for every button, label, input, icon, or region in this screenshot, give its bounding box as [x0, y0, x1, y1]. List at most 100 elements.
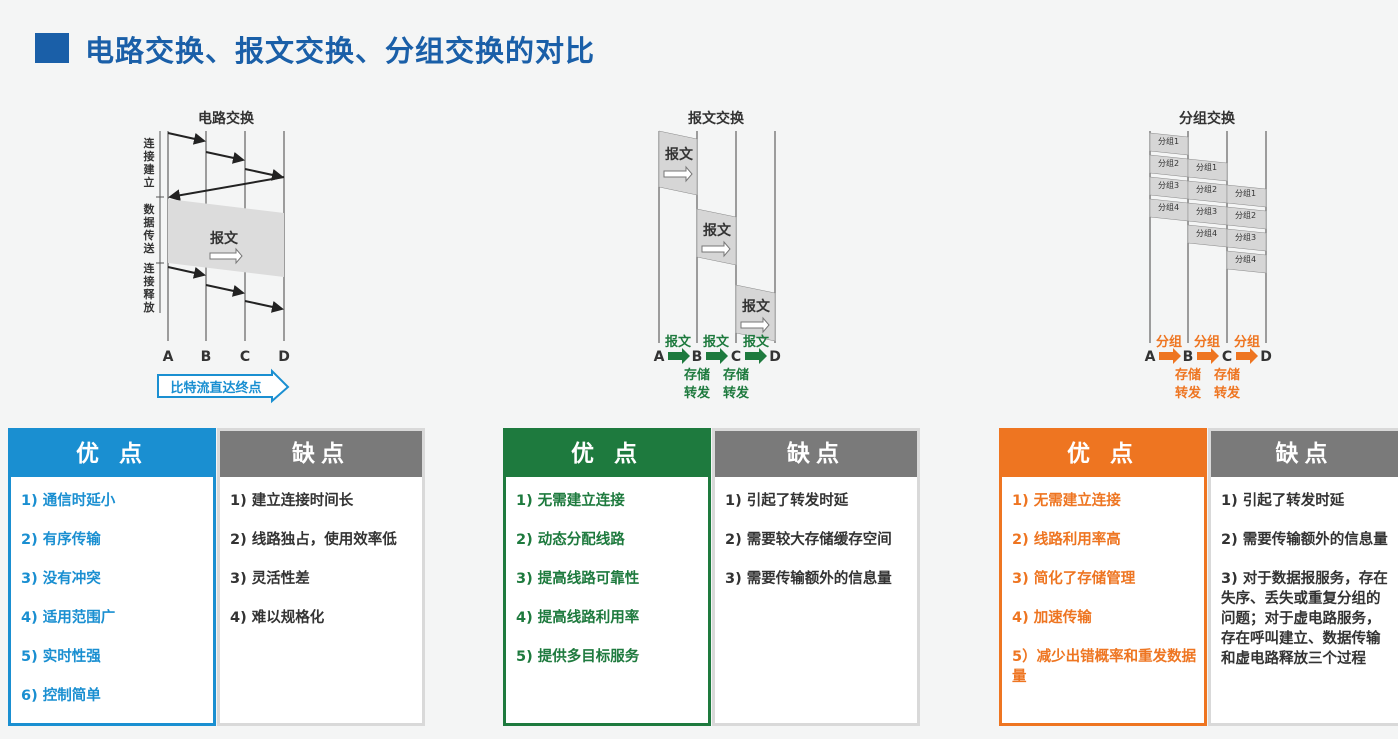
- packet-diagram-title: 分组交换: [1179, 110, 1236, 127]
- title-marker: [35, 33, 69, 63]
- switching-diagrams: 电路交换 报文 连 接 建 立 数 据 传 送 连 接: [143, 110, 1272, 404]
- message-hop-label-2: 报文: [703, 334, 730, 350]
- message-node-b: B: [692, 349, 703, 365]
- svg-text:接: 接: [144, 149, 155, 163]
- message-store-c: 存储: [723, 367, 749, 383]
- circuit-cons-list: 1) 建立连接时间长 2) 线路独占，使用效率低 3) 灵活性差 4) 难以规格…: [220, 477, 422, 628]
- packet-b-1: 分组1: [1196, 162, 1217, 172]
- svg-text:送: 送: [143, 241, 156, 255]
- packet-cons-panel: 缺点 1) 引起了转发时延 2) 需要传输额外的信息量 3) 对于数据报服务，存…: [1208, 428, 1398, 726]
- phase-release-1: 连: [144, 261, 156, 275]
- message-node-c: C: [731, 349, 741, 365]
- circuit-cons-header: 缺点: [220, 431, 422, 477]
- circuit-node-c: C: [240, 349, 250, 365]
- packet-b-2: 分组2: [1196, 184, 1217, 194]
- list-item: 5) 提供多目标服务: [516, 649, 640, 665]
- bit-stream-label: 比特流直达终点: [170, 380, 261, 396]
- svg-text:放: 放: [143, 300, 156, 314]
- list-item: 4) 难以规格化: [230, 610, 325, 626]
- packet-a-2: 分组2: [1158, 158, 1179, 168]
- circuit-message-label: 报文: [210, 230, 239, 247]
- packet-c-2: 分组2: [1235, 210, 1256, 220]
- circuit-node-a: A: [163, 349, 174, 365]
- circuit-pros-list: 1) 通信时延小 2) 有序传输 3) 没有冲突 4) 适用范围广 5) 实时性…: [11, 477, 213, 706]
- svg-text:建: 建: [144, 162, 156, 176]
- circuit-node-d: D: [278, 349, 290, 365]
- list-item: 4) 提高线路利用率: [516, 610, 640, 626]
- page-title: 电路交换、报文交换、分组交换的对比: [85, 34, 596, 68]
- circuit-diagram: 电路交换 报文 连 接 建 立 数 据 传 送 连 接: [143, 110, 290, 404]
- packet-node-c: C: [1222, 349, 1232, 365]
- packet-hop-label-1: 分组: [1156, 334, 1182, 350]
- message-hop-label-3: 报文: [743, 334, 770, 350]
- packet-hop-label-3: 分组: [1234, 334, 1260, 350]
- list-item: 3) 提高线路可靠性: [516, 571, 640, 587]
- packet-node-a: A: [1145, 349, 1156, 365]
- packet-store-b: 存储: [1175, 367, 1201, 383]
- bit-stream-arrow: [157, 368, 290, 404]
- packet-b-3: 分组3: [1196, 206, 1217, 216]
- svg-text:传: 传: [143, 228, 155, 242]
- list-item: 3) 没有冲突: [21, 571, 101, 587]
- list-item: 5）减少出错概率和重发数据量: [1012, 649, 1197, 685]
- packet-a-1: 分组1: [1158, 136, 1179, 146]
- message-hop-label-1: 报文: [665, 334, 692, 350]
- list-item: 4) 加速传输: [1012, 610, 1092, 626]
- list-item: 3) 灵活性差: [230, 571, 310, 587]
- circuit-pros-panel: 优 点 1) 通信时延小 2) 有序传输 3) 没有冲突 4) 适用范围广 5)…: [8, 428, 216, 726]
- message-block-2-label: 报文: [703, 222, 732, 239]
- packet-b-4: 分组4: [1196, 228, 1217, 238]
- list-item: 2) 线路利用率高: [1012, 532, 1121, 548]
- message-pros-list: 1) 无需建立连接 2) 动态分配线路 3) 提高线路可靠性 4) 提高线路利用…: [506, 477, 708, 667]
- list-item: 1) 引起了转发时延: [725, 493, 849, 509]
- phase-data-1: 数: [144, 202, 156, 216]
- packet-forward-b: 转发: [1175, 385, 1202, 401]
- packet-pros-panel: 优 点 1) 无需建立连接 2) 线路利用率高 3) 简化了存储管理 4) 加速…: [999, 428, 1207, 726]
- diagrams-area: 电路交换 报文 连 接 建 立 数 据 传 送 连 接: [0, 95, 1398, 415]
- list-item: 1) 无需建立连接: [1012, 493, 1121, 509]
- list-item: 3) 对于数据报服务，存在失序、丢失或重复分组的问题；对于虚电路服务，存在呼叫建…: [1221, 571, 1388, 667]
- packet-pros-header: 优 点: [1002, 431, 1204, 477]
- message-pros-header: 优 点: [506, 431, 708, 477]
- packet-node-d: D: [1260, 349, 1272, 365]
- message-forward-c: 转发: [723, 385, 750, 401]
- list-item: 4) 适用范围广: [21, 610, 116, 626]
- message-cons-panel: 缺点 1) 引起了转发时延 2) 需要较大存储缓存空间 3) 需要传输额外的信息…: [712, 428, 920, 726]
- list-item: 6) 控制简单: [21, 688, 101, 704]
- svg-text:释: 释: [144, 287, 156, 301]
- packet-cons-list: 1) 引起了转发时延 2) 需要传输额外的信息量 3) 对于数据报服务，存在失序…: [1211, 477, 1398, 669]
- circuit-node-b: B: [201, 349, 212, 365]
- message-forward-b: 转发: [684, 385, 711, 401]
- packet-a-3: 分组3: [1158, 180, 1179, 190]
- packet-c-4: 分组4: [1235, 254, 1256, 264]
- message-store-b: 存储: [684, 367, 710, 383]
- packet-pros-list: 1) 无需建立连接 2) 线路利用率高 3) 简化了存储管理 4) 加速传输 5…: [1002, 477, 1204, 687]
- message-node-d: D: [769, 349, 781, 365]
- list-item: 2) 有序传输: [21, 532, 101, 548]
- list-item: 2) 需要较大存储缓存空间: [725, 532, 892, 548]
- list-item: 5) 实时性强: [21, 649, 101, 665]
- packet-hop-label-2: 分组: [1194, 334, 1220, 350]
- list-item: 3) 简化了存储管理: [1012, 571, 1136, 587]
- svg-text:接: 接: [144, 274, 155, 288]
- list-item: 1) 引起了转发时延: [1221, 493, 1345, 509]
- packet-node-b: B: [1183, 349, 1194, 365]
- circuit-pros-header: 优 点: [11, 431, 213, 477]
- packet-a-4: 分组4: [1158, 202, 1179, 212]
- list-item: 3) 需要传输额外的信息量: [725, 571, 892, 587]
- packet-forward-c: 转发: [1214, 385, 1241, 401]
- packet-c-1: 分组1: [1235, 188, 1256, 198]
- list-item: 2) 线路独占，使用效率低: [230, 532, 397, 548]
- message-diagram: 报文交换 报文 报文 报文 报文 报文 报文 A B C D 存储: [654, 110, 781, 401]
- packet-store-c: 存储: [1214, 367, 1240, 383]
- list-item: 1) 建立连接时间长: [230, 493, 354, 509]
- message-pros-panel: 优 点 1) 无需建立连接 2) 动态分配线路 3) 提高线路可靠性 4) 提高…: [503, 428, 711, 726]
- message-diagram-title: 报文交换: [688, 110, 745, 127]
- packet-diagram: 分组交换 分组1 分组2 分组3 分组4 分组1 分组2 分组3: [1145, 110, 1272, 401]
- phase-setup-1: 连: [144, 136, 156, 150]
- packet-c-3: 分组3: [1235, 232, 1256, 242]
- list-item: 2) 需要传输额外的信息量: [1221, 532, 1388, 548]
- list-item: 1) 无需建立连接: [516, 493, 625, 509]
- svg-text:据: 据: [144, 215, 155, 229]
- circuit-diagram-title: 电路交换: [198, 110, 255, 127]
